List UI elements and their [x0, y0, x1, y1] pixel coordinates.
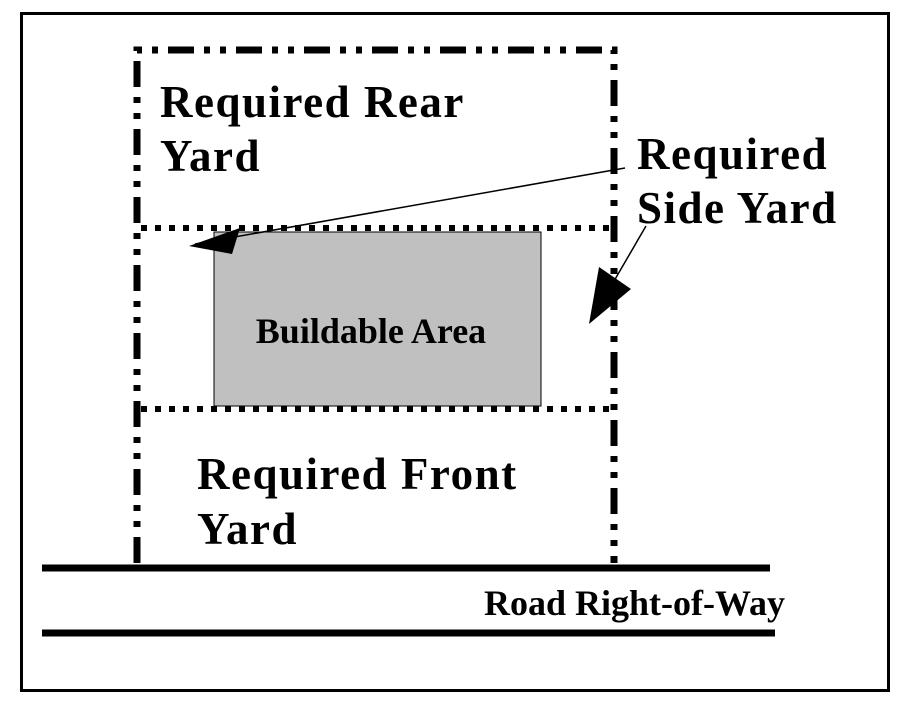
side-yard-label-line2: Side Yard — [637, 183, 838, 233]
rear-yard-label-line2: Yard — [160, 131, 261, 181]
front-yard-label-line2: Yard — [197, 504, 298, 554]
side-yard-arrow-left — [194, 167, 626, 245]
outer-frame — [20, 12, 890, 692]
buildable-area-label: Buildable Area — [256, 311, 486, 351]
buildable-area-box — [213, 231, 542, 407]
rear-yard-label-line1: Required Rear — [160, 77, 465, 127]
side-yard-arrowhead-left — [189, 228, 240, 254]
side-yard-arrowhead-right — [589, 267, 631, 324]
side-yard-label-line1: Required — [637, 129, 828, 179]
front-yard-label-line1: Required Front — [197, 449, 518, 499]
road-right-of-way-label: Road Right-of-Way — [484, 583, 785, 623]
lot-boundary-line — [133, 46, 618, 563]
